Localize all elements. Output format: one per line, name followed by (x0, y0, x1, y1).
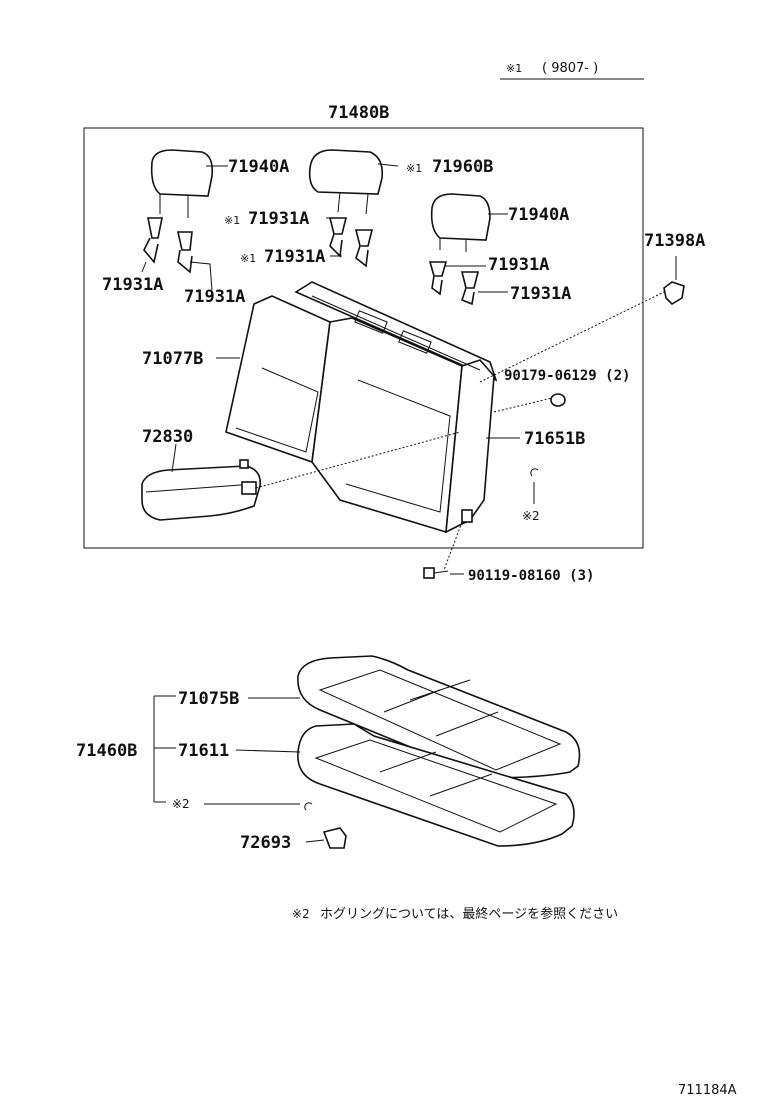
upper-dashed-leaders (255, 291, 665, 571)
label-cushion-assy: 71460B (76, 741, 137, 761)
seat-cushion-cover-drawing (297, 655, 581, 779)
note-range: ( 9807- ) (542, 61, 598, 76)
label-support-center-2: 71931A (264, 247, 325, 267)
seatback-headrest-hole (354, 310, 388, 334)
clip-part (663, 281, 685, 306)
hogring-part (530, 468, 539, 477)
label-clip: 71398A (644, 231, 705, 251)
mark-support-center-1: ※1 (224, 214, 240, 227)
headrest-center (308, 149, 384, 215)
seatback-right-stitch (345, 379, 451, 513)
support-right-2 (460, 271, 480, 306)
mark-hogring: ※2 (522, 509, 540, 523)
mark-cushion-hogring: ※2 (172, 797, 190, 811)
label-support-left-1: 71931A (102, 275, 163, 295)
label-cushion-cover: 71075B (178, 689, 239, 709)
footnote-mark: ※2 (292, 907, 310, 921)
label-nut: 90179-06129 (2) (504, 368, 630, 384)
seat-back-drawing (225, 281, 498, 534)
label-back-cover: 71077B (142, 349, 203, 369)
seatback-top-seam (311, 295, 481, 371)
headrest-right (430, 193, 491, 252)
seatback-group-frame (83, 127, 644, 549)
armrest-drawing (141, 459, 262, 521)
bolt-part (423, 567, 449, 579)
mark-headrest-center: ※1 (406, 162, 422, 175)
headrest-left (150, 149, 214, 218)
seat-cushion-pad-drawing (297, 723, 575, 847)
footnote-text: ホグリングについては、最終ページを参照ください (320, 906, 618, 922)
label-support-right-2: 71931A (510, 284, 571, 304)
seatback-side (445, 359, 495, 534)
lower-leaders (153, 695, 325, 843)
label-headrest-left: 71940A (228, 157, 289, 177)
label-cushion-pad: 71611 (178, 741, 229, 761)
support-center-1 (328, 217, 348, 258)
support-center-2 (354, 229, 374, 268)
support-left-1 (143, 217, 163, 264)
mark-support-center-2: ※1 (240, 252, 256, 265)
label-hinge-cover: 72693 (240, 833, 291, 853)
support-left-2 (177, 231, 193, 274)
group-label-seatback: 71480B (328, 103, 389, 123)
diagram-code: 711184A (678, 1083, 737, 1098)
upper-leaders (141, 163, 677, 575)
nut-part (550, 393, 566, 407)
applicability-note: ※1 ( 9807- ) (500, 61, 644, 80)
label-support-left-2: 71931A (184, 287, 245, 307)
label-support-center-1: 71931A (248, 209, 309, 229)
label-headrest-center: 71960B (432, 157, 493, 177)
label-back-pad: 71651B (524, 429, 585, 449)
label-headrest-right: 71940A (508, 205, 569, 225)
seatback-left-stitch (235, 367, 319, 453)
label-support-right-1: 71931A (488, 255, 549, 275)
seatback-headrest-hole (398, 330, 432, 354)
label-bolt: 90119-08160 (3) (468, 568, 594, 584)
label-armrest: 72830 (142, 427, 193, 447)
cushion-hogring-part (304, 802, 313, 811)
hinge-cover-part (322, 827, 347, 849)
seatback-bracket (461, 509, 473, 523)
support-right-1 (428, 261, 448, 296)
note-mark: ※1 (506, 62, 522, 75)
